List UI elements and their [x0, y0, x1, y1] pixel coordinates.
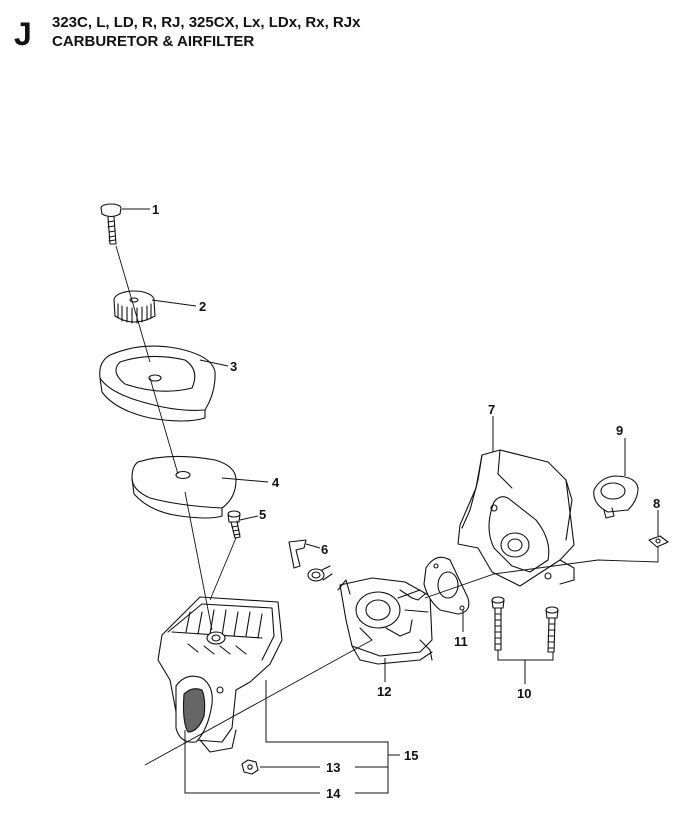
callout-9[interactable]: 9	[616, 423, 623, 438]
part-4-air-filter[interactable]	[131, 455, 237, 519]
part-3-air-filter-cover[interactable]	[99, 345, 216, 422]
section-title: CARBURETOR & AIRFILTER	[52, 33, 255, 50]
callout-11[interactable]: 11	[454, 634, 468, 649]
part-12-carburetor[interactable]	[337, 577, 433, 665]
section-letter: J	[14, 16, 32, 52]
part-6-bracket[interactable]	[288, 539, 307, 569]
leader-lines	[115, 208, 659, 794]
callout-6[interactable]: 6	[321, 542, 328, 557]
callout-13[interactable]: 13	[326, 760, 340, 775]
callout-8[interactable]: 8	[653, 496, 660, 511]
callout-2[interactable]: 2	[199, 299, 206, 314]
callout-labels: 1 2 3 4 5 6 7 8 9 10 11 12 13 14 15	[152, 202, 660, 801]
part-10-screws[interactable]	[491, 596, 559, 653]
housing-ribs	[185, 609, 263, 655]
callout-10[interactable]: 10	[517, 686, 531, 701]
callout-1[interactable]: 1	[152, 202, 159, 217]
part-1-screw[interactable]	[100, 203, 122, 245]
part-14-filter-housing[interactable]	[157, 596, 283, 753]
part-9-intake-boot[interactable]	[593, 475, 639, 519]
callout-7[interactable]: 7	[488, 402, 495, 417]
callout-4[interactable]: 4	[272, 475, 280, 490]
callout-3[interactable]: 3	[230, 359, 237, 374]
part-13-nut[interactable]	[241, 759, 259, 775]
part-7-intake-cover[interactable]	[457, 449, 575, 587]
part-5-screw[interactable]	[227, 510, 241, 539]
model-list: 323C, L, LD, R, RJ, 325CX, Lx, LDx, Rx, …	[52, 14, 361, 31]
callout-14[interactable]: 14	[326, 786, 341, 801]
callout-5[interactable]: 5	[259, 507, 266, 522]
callout-15[interactable]: 15	[404, 748, 418, 763]
fuel-fitting	[307, 565, 333, 582]
part-8-nut[interactable]	[648, 535, 669, 548]
page-header: J 323C, L, LD, R, RJ, 325CX, Lx, LDx, Rx…	[0, 0, 685, 60]
callout-12[interactable]: 12	[377, 684, 391, 699]
part-2-knob[interactable]	[113, 290, 156, 324]
